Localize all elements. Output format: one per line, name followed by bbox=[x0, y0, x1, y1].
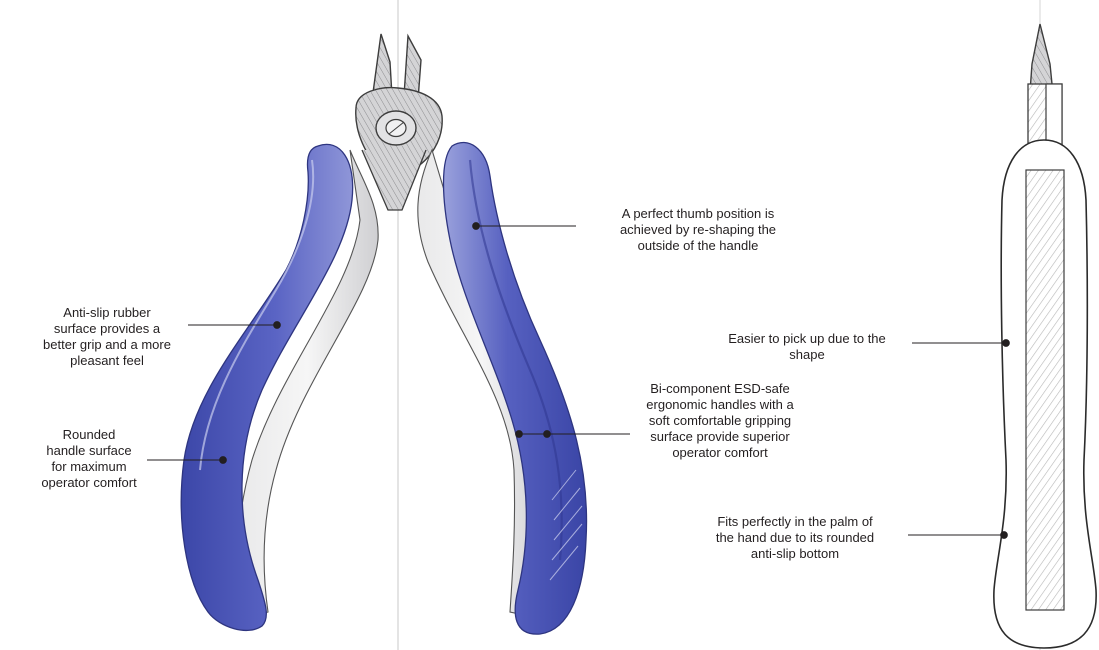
callout-anti-slip-rubber: Anti-slip rubber surface provides a bett… bbox=[26, 305, 188, 369]
leader-dot-thumb bbox=[473, 223, 480, 230]
callout-thumb-position: A perfect thumb position is achieved by … bbox=[562, 206, 834, 254]
callout-easier-pickup: Easier to pick up due to the shape bbox=[694, 331, 920, 363]
callout-bi-component: Bi-component ESD-safe ergonomic handles … bbox=[620, 381, 820, 461]
leader-dot-anti-slip bbox=[274, 322, 281, 329]
callout-fits-palm: Fits perfectly in the palm of the hand d… bbox=[686, 514, 904, 562]
leader-dot-bi-component-2 bbox=[544, 431, 551, 438]
pliers-front-view bbox=[181, 34, 586, 634]
left-handle-grip bbox=[181, 144, 352, 630]
leader-dot-rounded bbox=[220, 457, 227, 464]
side-handle-core bbox=[1026, 170, 1064, 610]
callout-rounded-handle: Rounded handle surface for maximum opera… bbox=[30, 427, 148, 491]
leader-dot-fits-palm bbox=[1001, 532, 1008, 539]
pliers-side-view bbox=[994, 24, 1096, 648]
leader-dot-bi-component-1 bbox=[516, 431, 523, 438]
leader-dot-easier-pickup bbox=[1003, 340, 1010, 347]
